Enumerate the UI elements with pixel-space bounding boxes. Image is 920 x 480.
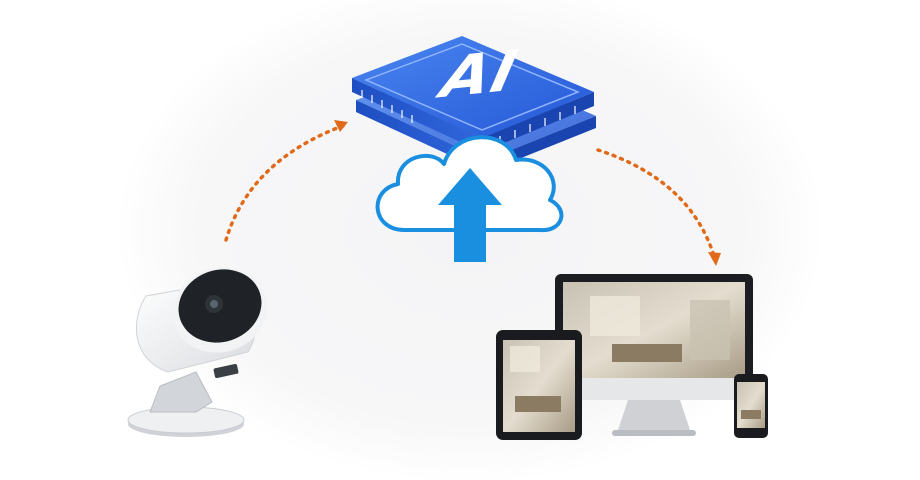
devices-icon [496,274,768,440]
upload-path-arrow [224,120,348,242]
cloud-upload-icon [375,135,564,262]
phone-device [734,374,768,438]
flow-diagram [127,36,768,440]
desktop-monitor [555,274,753,436]
security-camera-icon [127,267,268,437]
tablet-device [496,330,582,440]
download-path-arrow [596,148,721,266]
